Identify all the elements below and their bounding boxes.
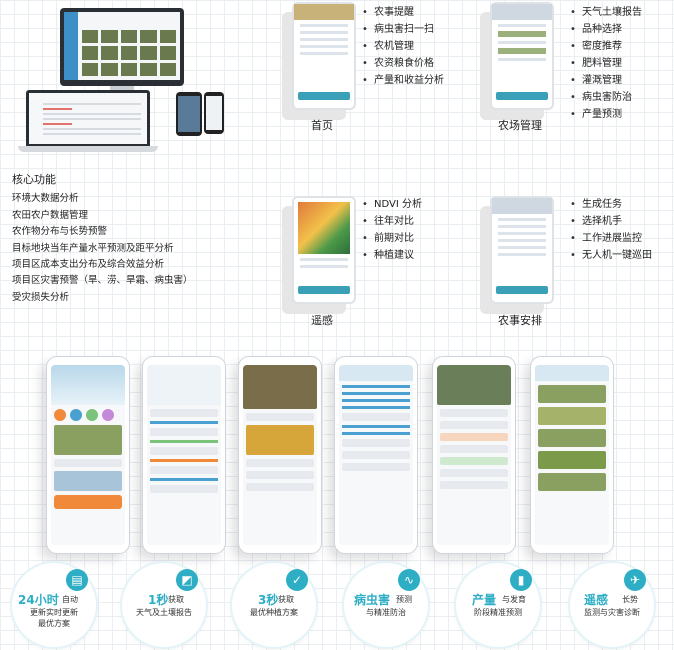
wave-icon: ∿ — [398, 569, 420, 591]
drone-icon: ✈ — [624, 569, 646, 591]
badge-big: 3秒 — [258, 593, 279, 607]
badge-big: 产量 — [472, 593, 497, 607]
badge-big: 病虫害 — [354, 593, 391, 607]
badge-big: 1秒 — [148, 593, 169, 607]
farm-feature: 品种选择 — [570, 21, 642, 38]
core-item: 项目区灾害预警（旱、涝、旱霜、病虫害） — [12, 275, 193, 287]
schedule-feature: 生成任务 — [570, 196, 652, 213]
badge-pest: ∿ 病虫害 预测 与精准防治 — [344, 563, 428, 647]
remote-feature: 种植建议 — [362, 247, 422, 264]
badge-small: 自动 — [62, 595, 78, 604]
badge-24h: ▤ 24小时 自动 更新实时更新 最优方案 — [12, 563, 96, 647]
home-feature: 农机管理 — [362, 38, 444, 55]
schedule-mockup — [490, 196, 554, 304]
badge-big: 24小时 — [18, 593, 59, 607]
badge-line: 更新实时更新 — [30, 608, 78, 617]
schedule-caption: 农事安排 — [498, 314, 542, 327]
farm-mockup — [490, 2, 554, 110]
remote-caption: 遥感 — [311, 314, 333, 327]
chart-icon: ◩ — [176, 569, 198, 591]
badge-remote: ✈ 遥感 长势 监测与灾害诊断 — [570, 563, 654, 647]
farm-feature-list: 天气土壤报告 品种选择 密度推荐 肥料管理 灌溉管理 病虫害防治 产量预测 — [570, 4, 642, 123]
small-phone — [204, 92, 224, 134]
core-functions: 核心功能 环境大数据分析 农田农户数据管理 农作物分布与长势预警 目标地块当年产… — [12, 172, 193, 306]
badge-line: 阶段精准预测 — [474, 608, 522, 617]
phone-field-screen — [238, 356, 322, 554]
phone-map-screen — [432, 356, 516, 554]
badge-small: 预测 — [396, 595, 412, 604]
home-mockup — [292, 2, 356, 110]
home-feature: 农资粮食价格 — [362, 55, 444, 72]
badge-small: 与发育 — [502, 595, 526, 604]
bar-chart-icon: ▮ — [510, 569, 532, 591]
farm-feature: 灌溉管理 — [570, 72, 642, 89]
home-feature-list: 农事提醒 病虫害扫一扫 农机管理 农资粮食价格 产量和收益分析 — [362, 4, 444, 89]
remote-feature: 往年对比 — [362, 213, 422, 230]
core-item: 农田农户数据管理 — [12, 209, 89, 221]
phone-crop-list-screen — [530, 356, 614, 554]
farm-caption: 农场管理 — [498, 119, 542, 132]
core-item: 受灾损失分析 — [12, 291, 70, 303]
badge-line: 与精准防治 — [366, 608, 406, 617]
farm-feature: 密度推荐 — [570, 38, 642, 55]
home-caption: 首页 — [311, 119, 333, 132]
core-title: 核心功能 — [12, 173, 56, 186]
home-feature: 产量和收益分析 — [362, 72, 444, 89]
checklist-icon: ✓ — [286, 569, 308, 591]
farm-feature: 天气土壤报告 — [570, 4, 642, 21]
phone-weather-screen — [142, 356, 226, 554]
badge-3s: ✓ 3秒 获取 最优种植方案 — [232, 563, 316, 647]
phone-stats-screen — [334, 356, 418, 554]
badge-yield: ▮ 产量 与发育 阶段精准预测 — [456, 563, 540, 647]
document-icon: ▤ — [66, 569, 88, 591]
badge-small: 长势 — [622, 595, 638, 604]
badge-1s: ◩ 1秒 获取 天气及土壤报告 — [122, 563, 206, 647]
badge-line: 最优方案 — [38, 619, 70, 628]
schedule-feature-list: 生成任务 选择机手 工作进展监控 无人机一键巡田 — [570, 196, 652, 264]
schedule-feature: 无人机一键巡田 — [570, 247, 652, 264]
schedule-feature: 工作进展监控 — [570, 230, 652, 247]
phone-home-screen — [46, 356, 130, 554]
core-item: 环境大数据分析 — [12, 193, 79, 205]
badge-line: 监测与灾害诊断 — [584, 608, 640, 617]
tablet — [176, 92, 202, 136]
badge-line: 最优种植方案 — [250, 608, 298, 617]
badge-small: 获取 — [168, 595, 184, 604]
home-feature: 病虫害扫一扫 — [362, 21, 444, 38]
remote-mockup — [292, 196, 356, 304]
laptop — [26, 90, 150, 146]
farm-feature: 病虫害防治 — [570, 89, 642, 106]
farm-feature: 肥料管理 — [570, 55, 642, 72]
remote-feature-list: NDVI 分析 往年对比 前期对比 种植建议 — [362, 196, 422, 264]
laptop-base — [18, 146, 158, 152]
badge-small: 获取 — [278, 595, 294, 604]
badge-line: 天气及土壤报告 — [136, 608, 192, 617]
core-item: 项目区成本支出分布及综合效益分析 — [12, 259, 165, 271]
core-item: 目标地块当年产量水平预测及距平分析 — [12, 242, 174, 254]
home-feature: 农事提醒 — [362, 4, 444, 21]
schedule-feature: 选择机手 — [570, 213, 652, 230]
badge-big: 遥感 — [584, 593, 609, 607]
farm-feature: 产量预测 — [570, 106, 642, 123]
remote-feature: NDVI 分析 — [362, 196, 422, 213]
remote-feature: 前期对比 — [362, 230, 422, 247]
desktop-monitor — [60, 8, 184, 86]
core-item: 农作物分布与长势预警 — [12, 226, 108, 238]
